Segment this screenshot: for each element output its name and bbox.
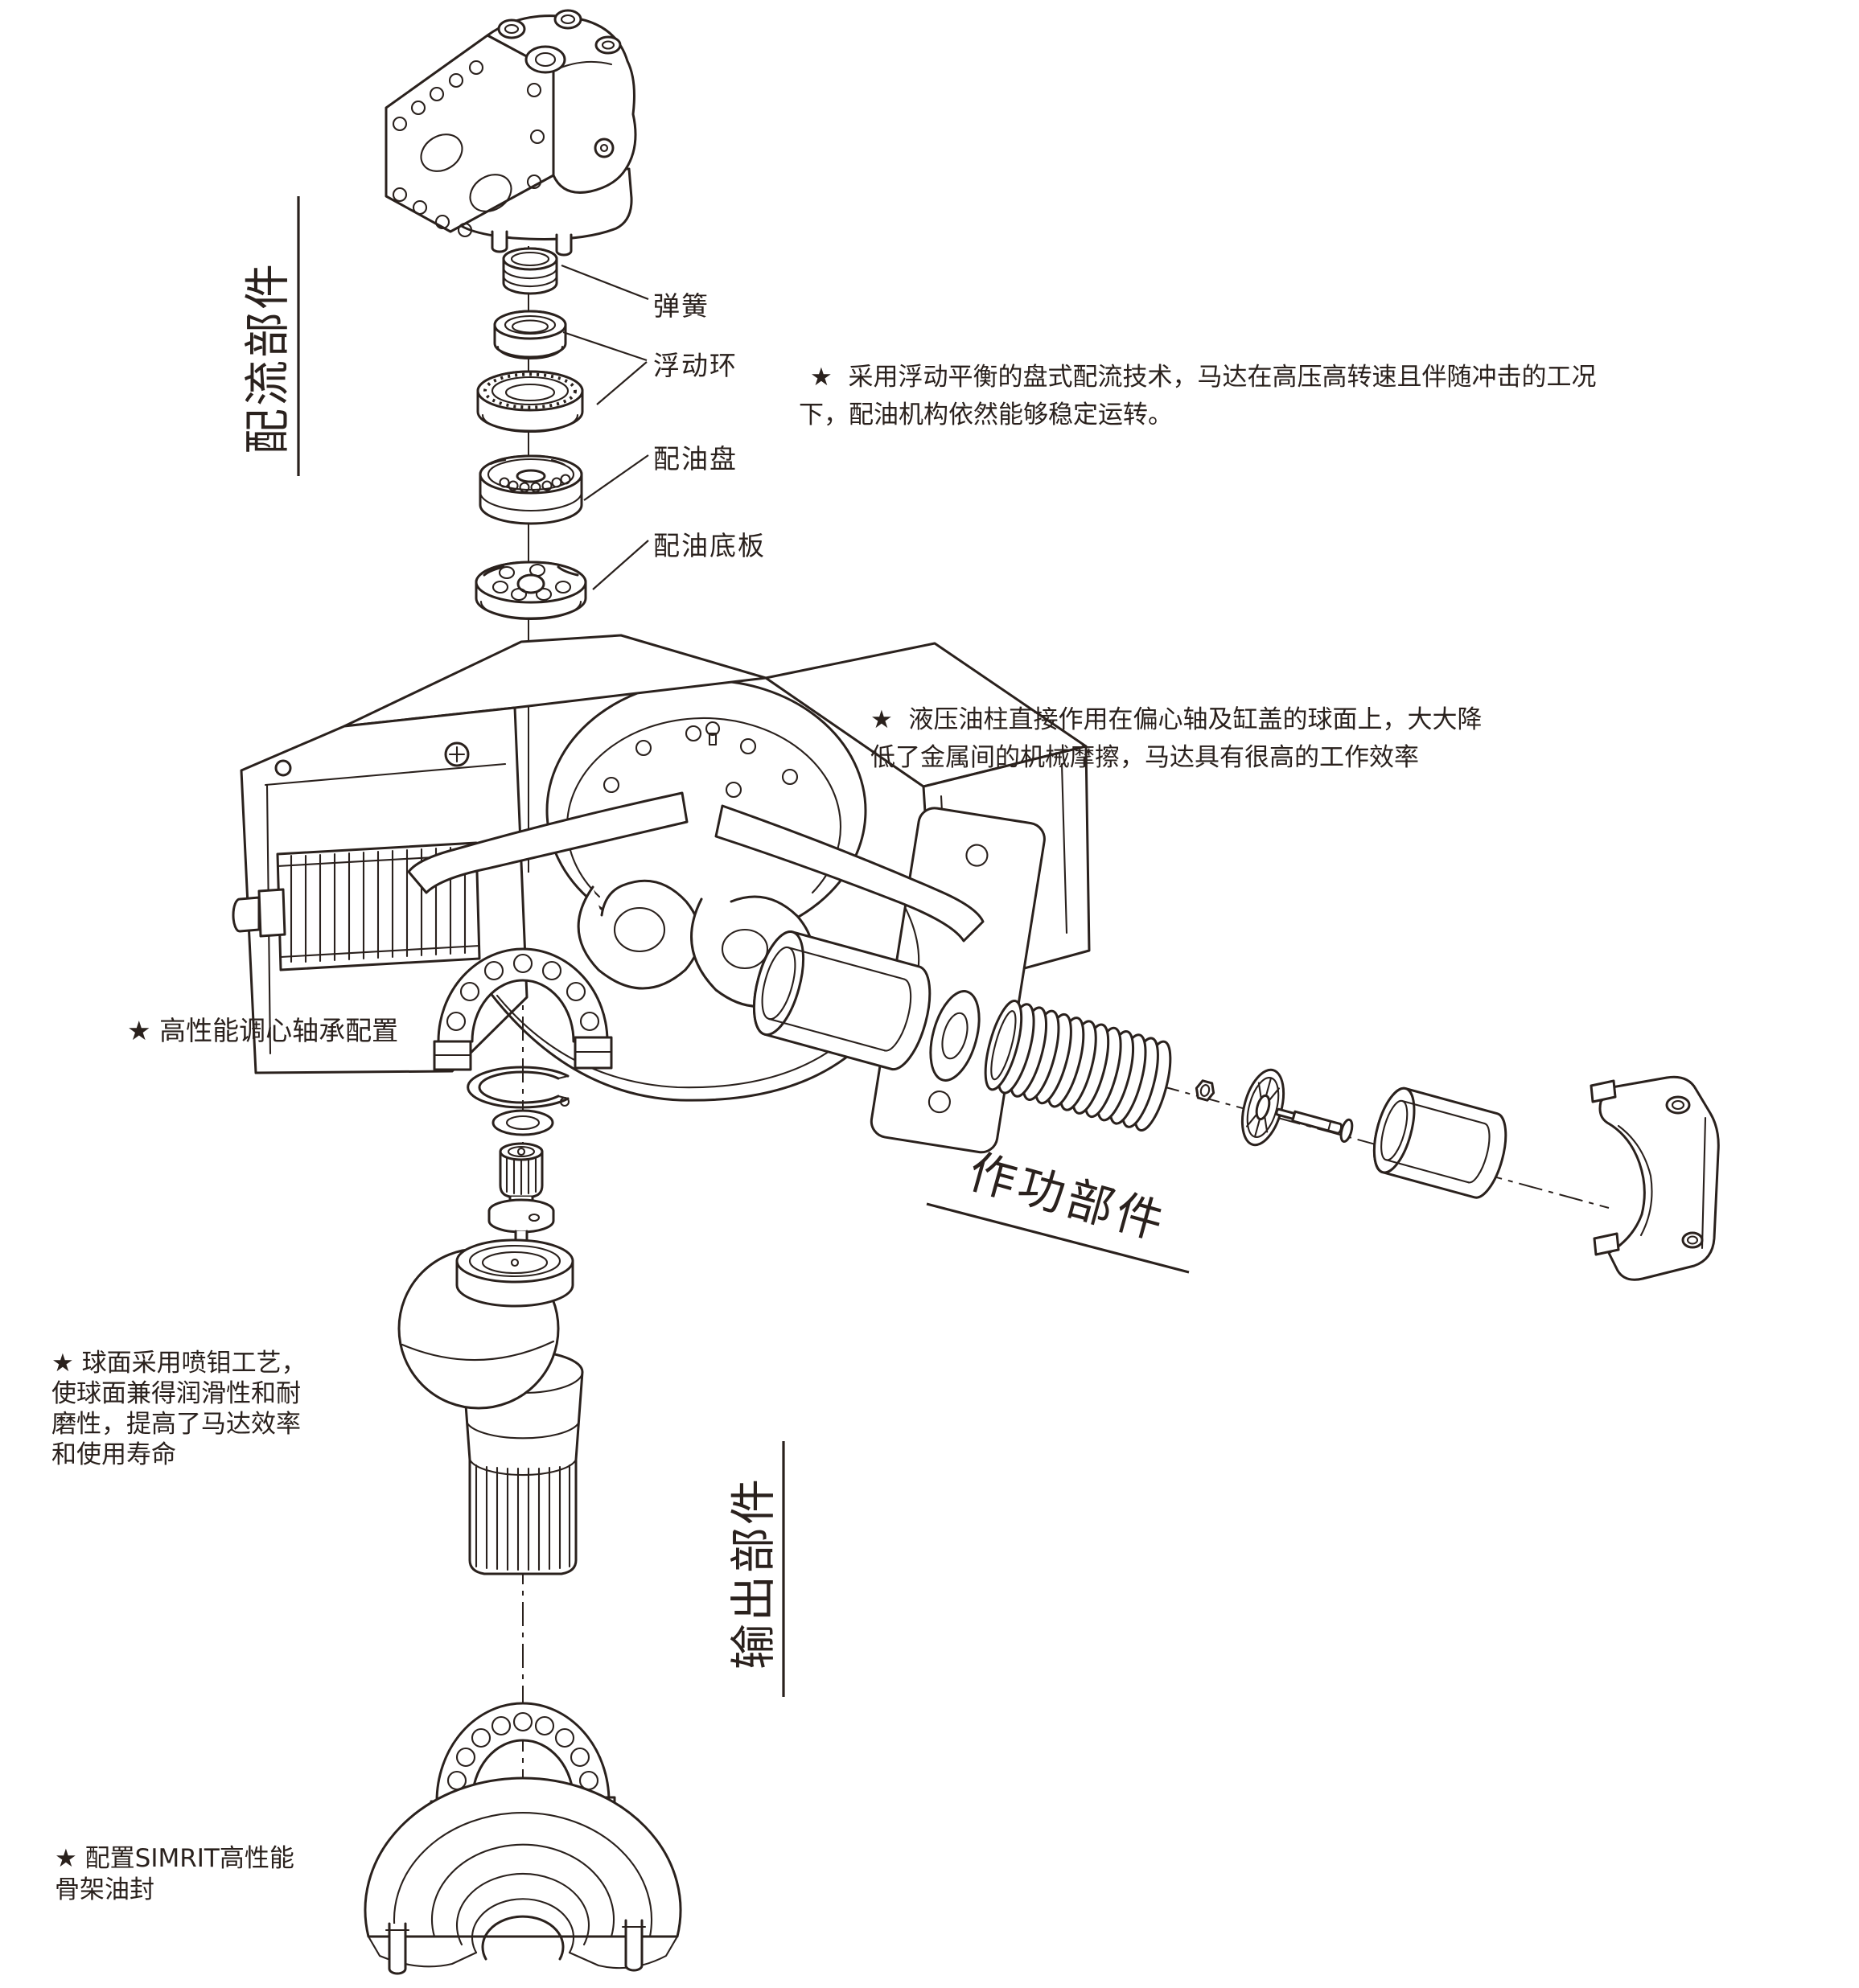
lock-nut-drawing <box>1195 1079 1215 1102</box>
spring-drawing <box>502 247 558 295</box>
valve-plate-drawing <box>479 454 583 525</box>
note-sphere-line2: 使球面兼得润滑性和耐 <box>51 1379 301 1408</box>
part-label-spring: 弹簧 <box>653 290 709 322</box>
leader-spring <box>561 264 649 301</box>
cylinder-block-drawing <box>1590 1075 1720 1281</box>
note-efficiency-line1: ★ 液压油柱直接作用在偏心轴及缸盖的球面上，大大降 <box>870 705 1483 734</box>
snap-ring-drawing <box>467 1066 570 1109</box>
spring-seat-disc-drawing <box>1240 1068 1285 1147</box>
section-title-output: 输出部件 <box>727 1477 780 1670</box>
spherical-bearing-upper-drawing <box>433 947 613 1071</box>
washer-drawing <box>491 1109 554 1136</box>
note-sphere-line1: ★ 球面采用喷钼工艺， <box>51 1349 306 1378</box>
part-label-valve-plate: 配油盘 <box>653 443 738 474</box>
note-seal-line2: 骨架油封 <box>55 1875 154 1904</box>
section-title-distribution: 配流部件 <box>241 261 294 454</box>
spline-coupling-drawing <box>487 1142 555 1254</box>
leader-valve-plate <box>583 454 649 501</box>
output-cover-drawing <box>364 1776 682 1975</box>
note-efficiency-line2: 低了金属间的机械摩擦，马达具有很高的工作效率 <box>870 743 1419 772</box>
note-distribution: ★ 采用浮动平衡的盘式配流技术，马达在高压高转速且伴随冲击的工况 下，配油机构依… <box>799 359 1597 434</box>
part-label-floating-ring: 浮动环 <box>653 350 738 381</box>
note-bearing-line1: ★ 高性能调心轴承配置 <box>127 1015 399 1046</box>
floating-ring-lower-drawing <box>476 370 584 433</box>
eccentric-ball-shaft-drawing <box>397 1238 584 1575</box>
rear-cover-drawing <box>385 9 637 257</box>
leader-valve-base-plate <box>592 540 649 590</box>
return-spring-drawing <box>984 1000 1172 1132</box>
note-seal: ★ 配置SIMRIT高性能 骨架油封 <box>55 1843 294 1906</box>
note-sphere: ★ 球面采用喷钼工艺， 使球面兼得润滑性和耐 磨性，提高了马达效率 和使用寿命 <box>51 1348 306 1470</box>
leader-floating-ring <box>562 331 648 405</box>
note-distribution-line2: 下，配油机构依然能够稳定运转。 <box>799 400 1173 429</box>
floating-ring-upper-drawing <box>493 310 567 360</box>
thrust-washer-drawing <box>929 990 981 1082</box>
note-sphere-line4: 和使用寿命 <box>51 1440 176 1469</box>
piston-sleeve-drawing <box>1372 1086 1507 1199</box>
cylinder-sleeve-drawing <box>752 930 932 1071</box>
note-bearing: ★ 高性能调心轴承配置 <box>127 1012 398 1049</box>
note-seal-line1: ★ 配置SIMRIT高性能 <box>55 1844 294 1873</box>
note-efficiency: ★ 液压油柱直接作用在偏心轴及缸盖的球面上，大大降 低了金属间的机械摩擦，马达具… <box>870 701 1483 777</box>
valve-base-plate-drawing <box>475 561 587 621</box>
motor-housing-drawing <box>232 634 1091 1154</box>
part-label-valve-base-plate: 配油底板 <box>653 530 766 561</box>
note-distribution-line1: ★ 采用浮动平衡的盘式配流技术，马达在高压高转速且伴随冲击的工况 <box>810 363 1597 392</box>
note-sphere-line3: 磨性，提高了马达效率 <box>51 1410 301 1439</box>
working-section-underline <box>926 1202 1190 1274</box>
valve-pin-drawing <box>1275 1107 1354 1144</box>
